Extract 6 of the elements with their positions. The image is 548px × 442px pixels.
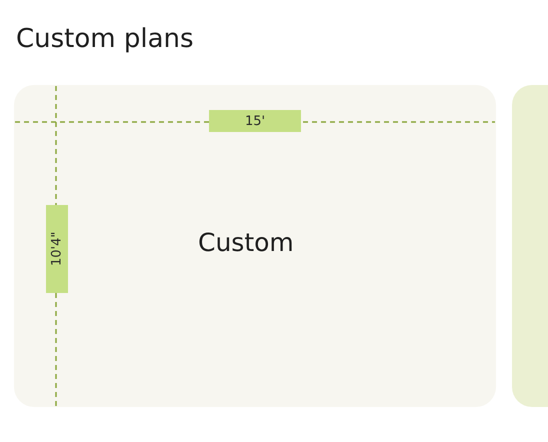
plan-name: Custom — [198, 228, 294, 257]
dimension-label: 10'4" — [46, 205, 68, 293]
title: Custom plans — [16, 24, 194, 54]
plan-card — [512, 85, 548, 407]
plan-card — [14, 85, 496, 407]
dimension-label: 15' — [209, 110, 301, 132]
